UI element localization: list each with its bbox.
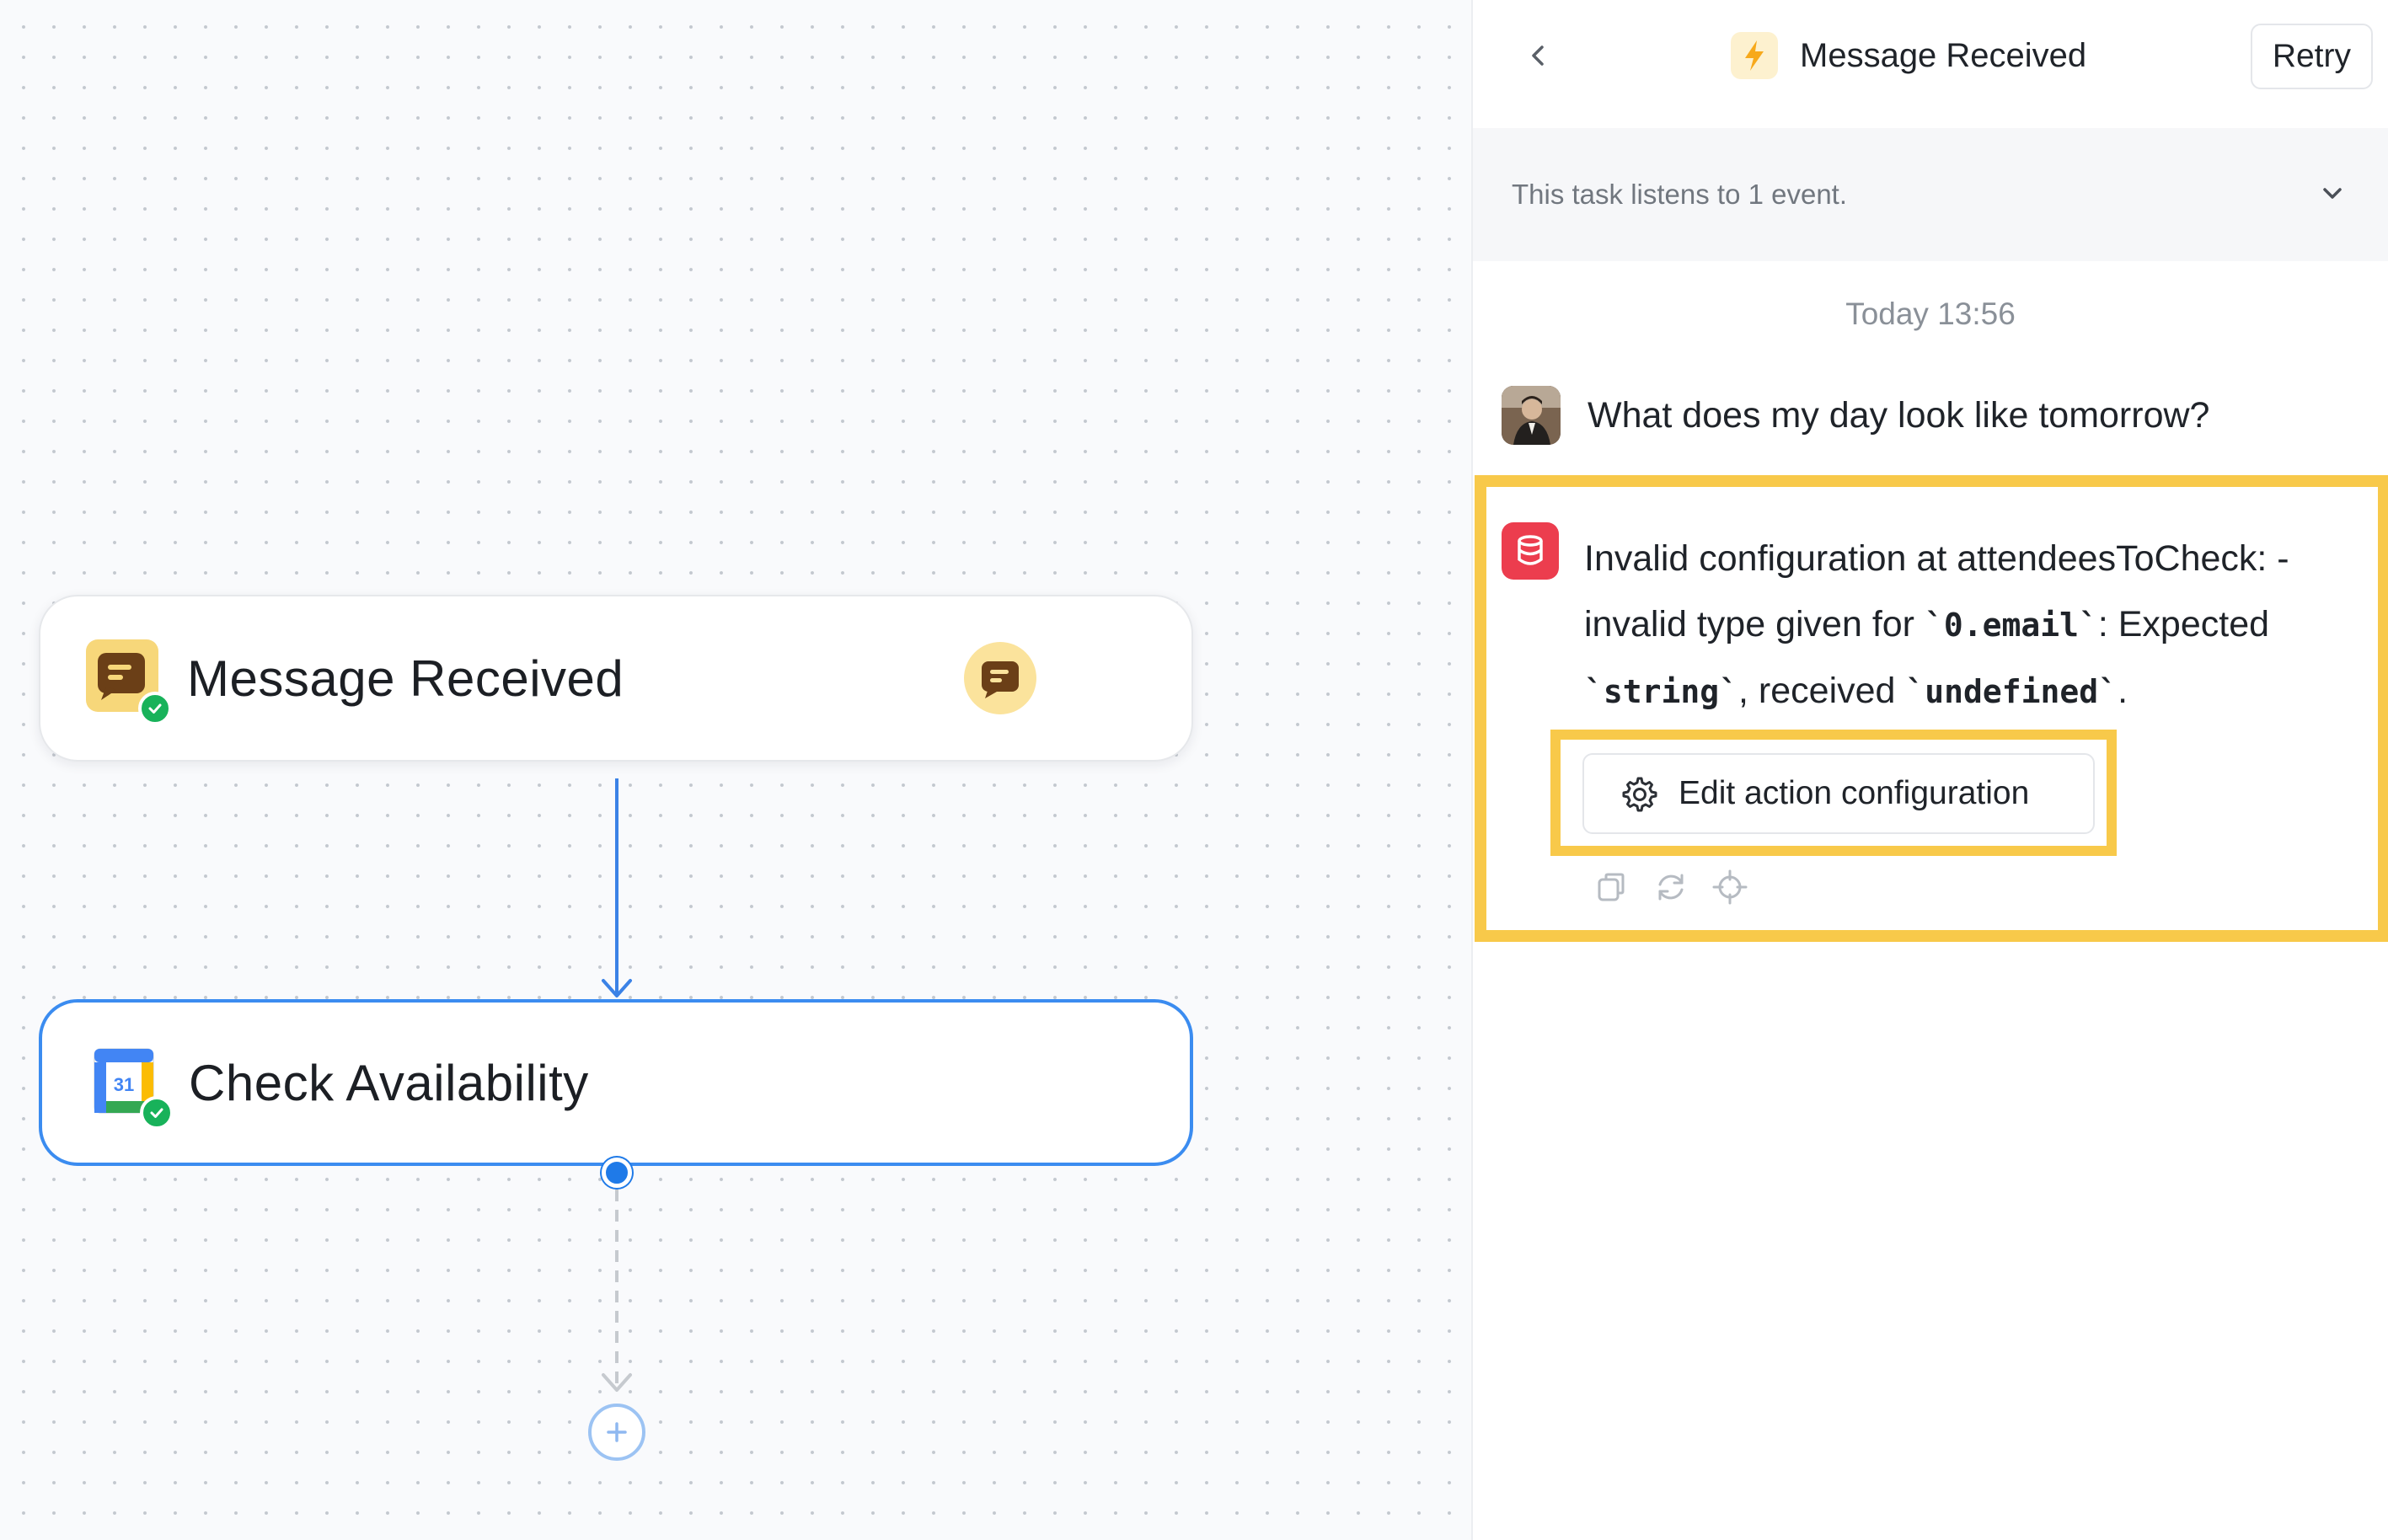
node-connector (602, 778, 632, 1392)
error-text-part: Invalid configuration at attendeesToChec… (1584, 538, 2289, 644)
node-check-availability[interactable]: 31 Check Availability (39, 999, 1193, 1166)
message-actions (1593, 868, 1749, 906)
node-message-received[interactable]: Message Received (39, 595, 1193, 762)
error-code: `undefined` (1905, 673, 2118, 710)
panel-title-group: Message Received (1731, 30, 2086, 81)
lightning-bolt-icon (1731, 32, 1778, 79)
google-calendar-icon: 31 (86, 1042, 174, 1130)
error-text-part: : Expected (2097, 604, 2270, 644)
button-highlight-box (1550, 730, 2117, 856)
back-button[interactable] (1520, 34, 1557, 78)
message-timestamp: Today 13:56 (1845, 297, 2016, 331)
run-details-panel: Message Received Retry This task listens… (1471, 0, 2388, 1540)
chevron-down-icon[interactable] (2316, 177, 2349, 211)
crosshair-icon[interactable] (1711, 868, 1749, 906)
error-text-part: , received (1738, 671, 1906, 711)
copy-icon[interactable] (1593, 868, 1631, 906)
node-title: Check Availability (189, 1054, 589, 1111)
user-message: What does my day look like tomorrow? (1502, 386, 2209, 445)
error-code: `string` (1584, 673, 1739, 710)
edit-button-label: Edit action configuration (1679, 775, 2030, 811)
node-output-handle[interactable] (602, 1158, 632, 1188)
error-message: Invalid configuration at attendeesToChec… (1584, 526, 2385, 725)
database-icon (1502, 522, 1559, 580)
message-app-icon (84, 638, 172, 725)
refresh-icon[interactable] (1652, 868, 1690, 906)
error-highlight-box (1475, 475, 2388, 942)
success-check-icon (140, 1096, 174, 1130)
avatar (1502, 386, 1561, 445)
edit-action-configuration-button[interactable]: Edit action configuration (1582, 753, 2095, 834)
error-text-part: . (2118, 671, 2128, 711)
gear-icon (1622, 777, 1657, 812)
add-step-button[interactable] (588, 1404, 645, 1461)
panel-header: Message Received Retry (1473, 0, 2388, 128)
plus-icon (607, 1422, 627, 1442)
event-summary-text: This task listens to 1 event. (1512, 179, 1848, 210)
success-check-icon (138, 692, 172, 725)
error-code: `0.email` (1924, 607, 2098, 644)
message-app-icon (964, 642, 1036, 714)
user-message-text: What does my day look like tomorrow? (1588, 394, 2210, 436)
chevron-left-icon (1532, 45, 1544, 66)
panel-title: Message Received (1800, 36, 2087, 74)
calendar-day-label: 31 (114, 1074, 134, 1095)
workflow-canvas[interactable]: Message Received 31 Check (0, 0, 1471, 1540)
retry-button[interactable]: Retry (2250, 24, 2373, 89)
event-summary-bar[interactable]: This task listens to 1 event. (1473, 128, 2388, 261)
node-title: Message Received (187, 650, 624, 707)
